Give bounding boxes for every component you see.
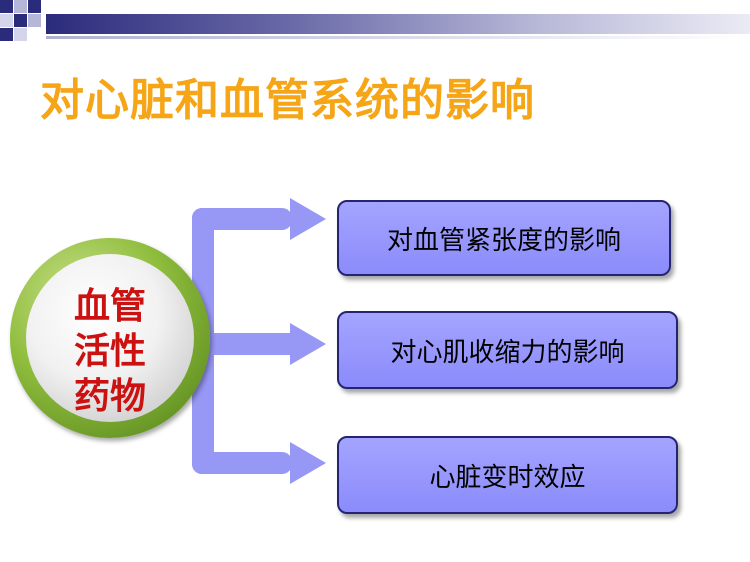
connector-branch-bottom: [192, 452, 292, 474]
circle-line-1: 血管: [26, 284, 194, 329]
arrow-head-middle: [290, 323, 326, 365]
effect-box-chronotropic: 心脏变时效应: [337, 436, 678, 514]
connector-branch-top: [192, 208, 292, 230]
arrow-head-bottom: [290, 442, 326, 484]
arrow-head-top: [290, 198, 326, 240]
connector-branch-middle: [200, 333, 292, 355]
effect-box-contractility: 对心肌收缩力的影响: [337, 311, 678, 389]
circle-line-3: 药物: [26, 374, 194, 419]
circle-line-2: 活性: [26, 329, 194, 374]
drug-circle-label: 血管 活性 药物: [26, 284, 194, 419]
effect-box-vascular-tone: 对血管紧张度的影响: [337, 200, 671, 276]
